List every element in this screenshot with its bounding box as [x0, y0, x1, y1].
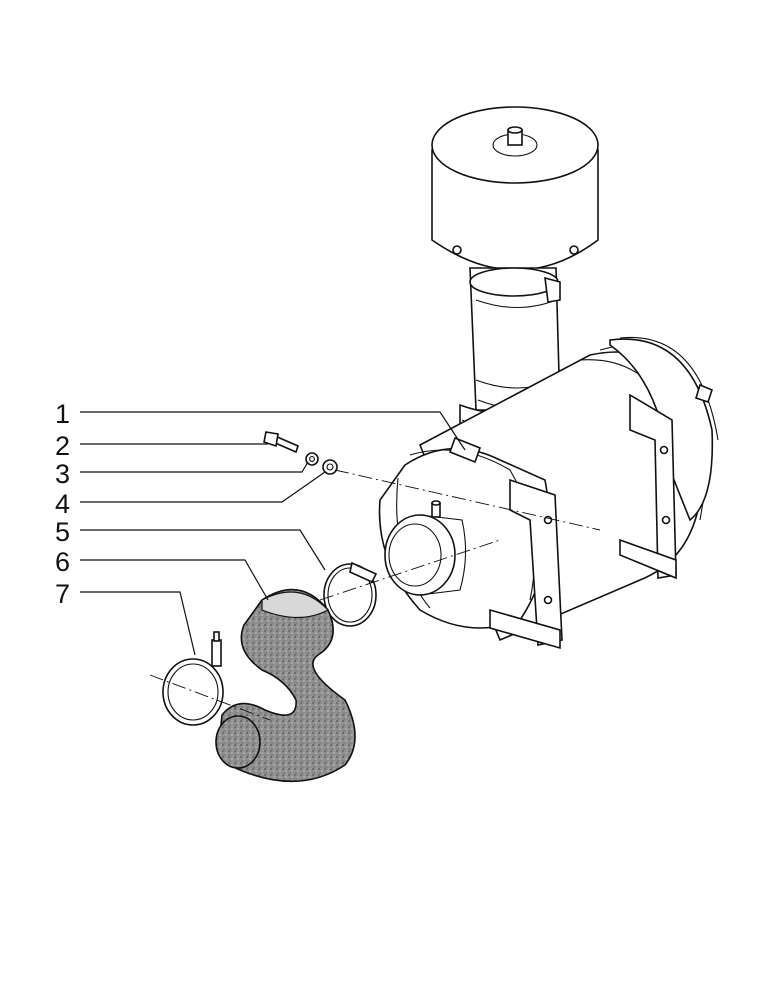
riser-tube	[469, 267, 568, 426]
washer-large	[322, 459, 338, 475]
precleaner-cap	[431, 106, 599, 271]
bolt	[263, 431, 299, 454]
callout-2: 2	[55, 431, 70, 461]
rear-bracket	[619, 393, 677, 580]
leader-lines	[80, 411, 466, 656]
hose	[215, 588, 356, 783]
hose-clamp-lower	[162, 631, 224, 726]
air-cleaner-assembly	[378, 106, 719, 650]
hose-clamp-upper	[323, 561, 378, 627]
callout-7: 7	[55, 579, 70, 609]
axis-lines	[149, 469, 601, 721]
inlet-spout	[384, 500, 467, 596]
callout-labels: 1 2 3 4 5 6 7	[55, 399, 70, 609]
callout-4: 4	[55, 489, 70, 519]
callout-3: 3	[55, 459, 70, 489]
callout-5: 5	[55, 517, 70, 547]
washer-small	[305, 452, 319, 466]
callout-6: 6	[55, 547, 70, 577]
callout-1: 1	[55, 399, 70, 429]
rear-end-cap	[609, 336, 719, 522]
